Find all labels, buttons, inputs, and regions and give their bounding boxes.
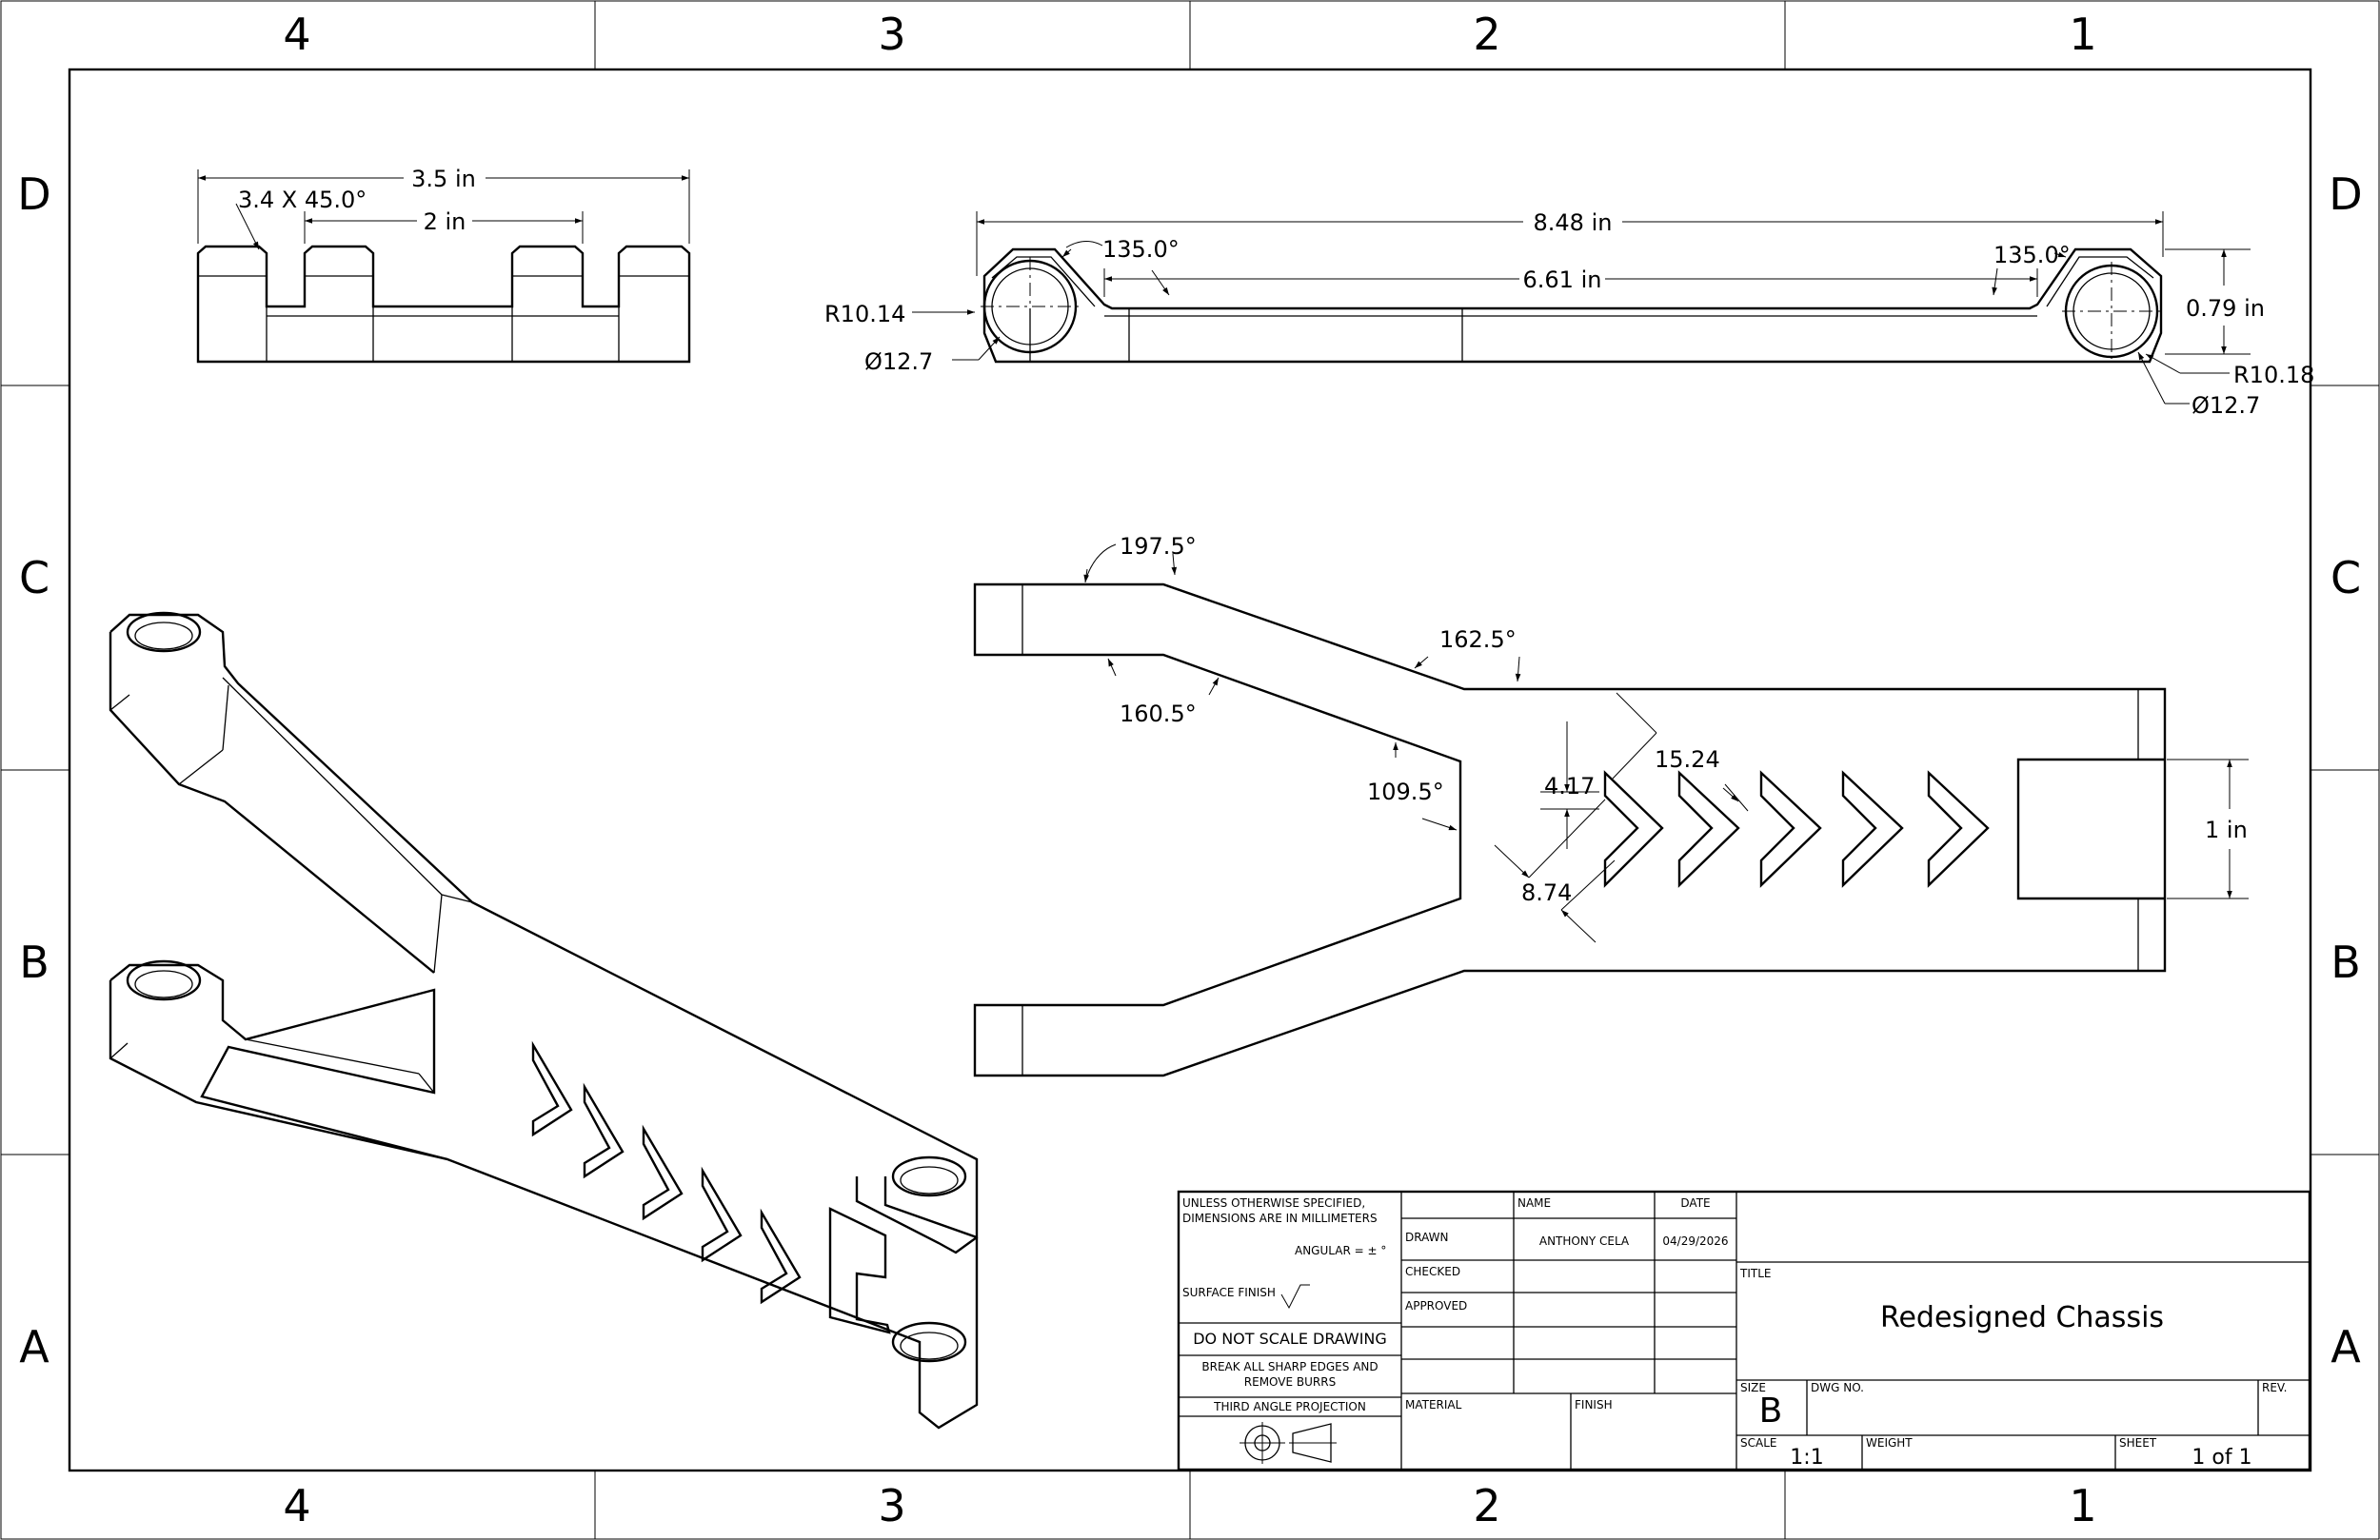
- dim-angle-left: 135.0°: [1102, 236, 1180, 263]
- dim-chamfer: 3.4 X 45.0°: [238, 187, 367, 213]
- drawn-name: ANTHONY CELA: [1539, 1234, 1630, 1248]
- checked-label: CHECKED: [1405, 1265, 1460, 1278]
- dim-15-24: 15.24: [1655, 746, 1720, 773]
- zone-row-left-A: A: [19, 1321, 50, 1372]
- dwg-no-label: DWG NO.: [1811, 1381, 1864, 1394]
- drawn-date: 04/29/2026: [1662, 1234, 1728, 1248]
- dim-radius-right: R10.18: [2233, 362, 2314, 388]
- dim-overall-width: 3.5 in: [411, 166, 476, 192]
- zone-row-left-D: D: [17, 168, 50, 220]
- do-not-scale-note: DO NOT SCALE DRAWING: [1193, 1330, 1387, 1348]
- dim-diameter-left: Ø12.7: [864, 348, 933, 375]
- zone-row-left-B: B: [19, 937, 50, 988]
- chevron-slot-4: [1841, 770, 1904, 888]
- dim-angle-160: 160.5°: [1120, 701, 1197, 727]
- zone-col-top-3: 3: [878, 9, 905, 60]
- chevron-slot-3: [1759, 770, 1822, 888]
- date-header: DATE: [1680, 1196, 1710, 1210]
- scale-value: 1:1: [1790, 1446, 1823, 1470]
- finish-label: FINISH: [1575, 1398, 1613, 1412]
- zone-col-top-1: 1: [2069, 9, 2096, 60]
- dim-height: 0.79 in: [2186, 295, 2265, 322]
- dim-inner-length: 6.61 in: [1523, 267, 1602, 293]
- dim-inner-spacing: 2 in: [424, 208, 466, 235]
- surface-finish-icon: [1280, 1284, 1310, 1310]
- zone-col-bottom-2: 2: [1473, 1480, 1500, 1531]
- chevron-slot-5: [1927, 770, 1990, 888]
- iso-chevron-3: [642, 1124, 684, 1221]
- zone-col-top-4: 4: [283, 9, 310, 60]
- chevron-slot-1: [1603, 770, 1664, 888]
- iso-chevron-5: [760, 1208, 802, 1305]
- dim-diameter-right: Ø12.7: [2192, 392, 2260, 419]
- top-view: 8.48 in 6.61 in 135.0° 135.0° R10.14 Ø12…: [824, 209, 2314, 419]
- zone-row-right-B: B: [2330, 937, 2361, 988]
- inner-border: [68, 68, 2312, 1472]
- front-view: 3.5 in 2 in 3.4 X 45.0°: [196, 166, 691, 364]
- sheet-label: SHEET: [2119, 1436, 2157, 1450]
- dim-angle-right: 135.0°: [1993, 242, 2071, 268]
- chevron-slot-2: [1677, 770, 1740, 888]
- zone-col-bottom-3: 3: [878, 1480, 905, 1531]
- scale-label: SCALE: [1740, 1436, 1776, 1450]
- general-note-2: DIMENSIONS ARE IN MILLIMETERS: [1182, 1212, 1378, 1225]
- material-label: MATERIAL: [1405, 1398, 1462, 1412]
- break-edges-note: BREAK ALL SHARP EDGES AND: [1201, 1360, 1378, 1373]
- dim-angle-162: 162.5°: [1439, 626, 1517, 653]
- iso-chevron-1: [531, 1040, 573, 1137]
- projection-label: THIRD ANGLE PROJECTION: [1213, 1400, 1366, 1413]
- dim-4-17: 4.17: [1544, 773, 1595, 800]
- zone-row-right-D: D: [2329, 168, 2362, 220]
- size-label: SIZE: [1740, 1381, 1766, 1394]
- sheet-size: B: [1759, 1392, 1783, 1431]
- angular-tolerance: ANGULAR = ± °: [1295, 1244, 1386, 1257]
- side-view: 197.5° 162.5° 160.5° 109.5° 15.24 4.17 8…: [973, 533, 2249, 1077]
- dim-angle-197: 197.5°: [1120, 533, 1197, 560]
- isometric-view: [109, 611, 979, 1430]
- zone-col-bottom-4: 4: [283, 1480, 310, 1531]
- drawing-title: Redesigned Chassis: [1880, 1301, 2164, 1334]
- surface-finish-label: SURFACE FINISH: [1182, 1286, 1276, 1299]
- drawn-label: DRAWN: [1405, 1231, 1449, 1244]
- dim-angle-109: 109.5°: [1367, 779, 1444, 805]
- break-edges-note-2: REMOVE BURRS: [1244, 1375, 1336, 1389]
- third-angle-projection-icon: [1240, 1422, 1337, 1464]
- dim-radius-left: R10.14: [824, 301, 905, 327]
- approved-label: APPROVED: [1405, 1299, 1467, 1313]
- zone-row-right-C: C: [2330, 552, 2361, 603]
- zone-col-top-2: 2: [1473, 9, 1500, 60]
- weight-label: WEIGHT: [1866, 1436, 1913, 1450]
- zone-col-bottom-1: 1: [2069, 1480, 2096, 1531]
- name-header: NAME: [1517, 1196, 1551, 1210]
- general-note: UNLESS OTHERWISE SPECIFIED,: [1182, 1196, 1365, 1210]
- title-label: TITLE: [1739, 1267, 1771, 1280]
- dim-8-74: 8.74: [1521, 879, 1572, 906]
- sheet-number: 1 of 1: [2192, 1446, 2251, 1470]
- dim-slot-width: 1 in: [2205, 817, 2248, 843]
- rev-label: REV.: [2262, 1381, 2287, 1394]
- zone-row-right-A: A: [2330, 1321, 2361, 1372]
- zone-row-left-C: C: [19, 552, 50, 603]
- iso-chevron-4: [701, 1166, 743, 1263]
- dim-overall-length: 8.48 in: [1534, 209, 1613, 236]
- title-block: UNLESS OTHERWISE SPECIFIED, DIMENSIONS A…: [1177, 1190, 2311, 1471]
- iso-chevron-2: [583, 1082, 625, 1179]
